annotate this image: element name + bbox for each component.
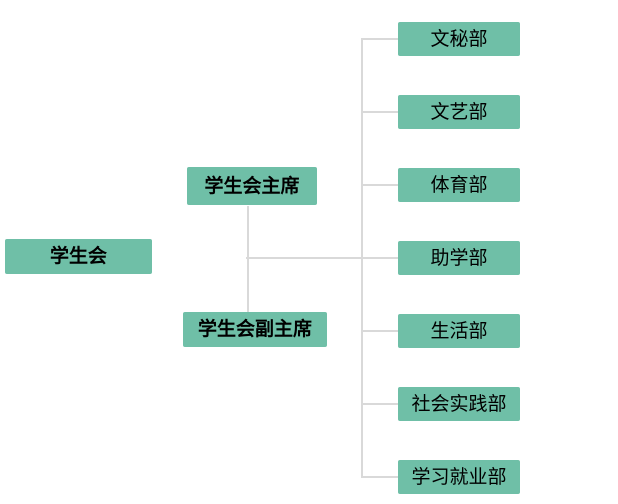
node-dept-arts: 文艺部 <box>398 95 520 129</box>
node-dept-social-practice: 社会实践部 <box>398 387 520 421</box>
connector-stub-dept-5 <box>361 330 398 332</box>
node-student-union: 学生会 <box>5 239 152 274</box>
connector-leaders-to-spine <box>246 257 398 259</box>
node-dept-study-employment: 学习就业部 <box>398 460 520 494</box>
node-dept-student-aid: 助学部 <box>398 241 520 275</box>
connector-stub-dept-6 <box>361 403 398 405</box>
connector-stub-dept-4 <box>361 257 398 259</box>
connector-stub-dept-3 <box>361 184 398 186</box>
connector-stub-dept-2 <box>361 111 398 113</box>
connector-stub-dept-7 <box>361 476 398 478</box>
node-dept-secretarial: 文秘部 <box>398 22 520 56</box>
node-dept-living: 生活部 <box>398 314 520 348</box>
connector-leaders-vertical <box>247 206 249 312</box>
node-chairman: 学生会主席 <box>187 167 317 205</box>
node-vice-chairman: 学生会副主席 <box>183 312 327 347</box>
node-dept-sports: 体育部 <box>398 168 520 202</box>
connector-stub-dept-1 <box>361 38 398 40</box>
